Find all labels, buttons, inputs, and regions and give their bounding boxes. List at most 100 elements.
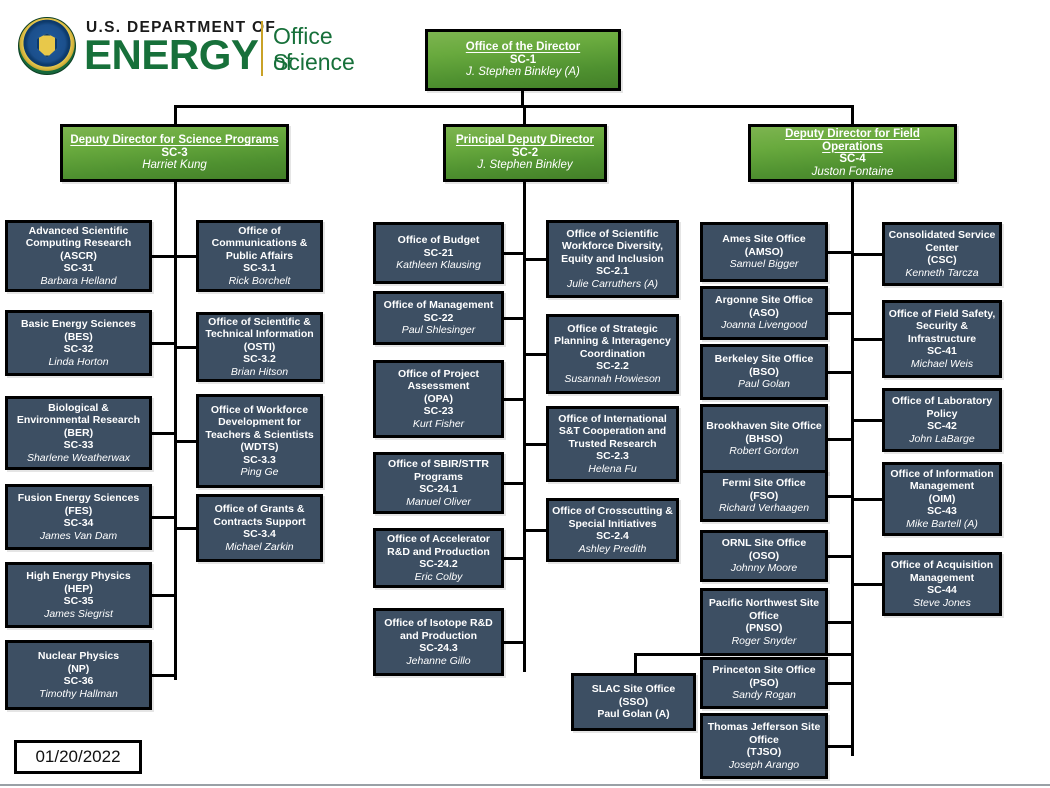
node-office-of-scientific-workforce-diversity-equit[interactable]: Office of Scientific Workforce Diversity… (546, 220, 679, 298)
node-slac-site-office[interactable]: SLAC Site Office(SSO)Paul Golan (A) (571, 673, 696, 731)
node-person: Johnny Moore (730, 562, 798, 575)
node-person: Sandy Rogan (732, 689, 796, 702)
node-person: Mike Bartell (A) (906, 517, 978, 530)
connector-stub (174, 440, 199, 443)
node-fermi-site-office[interactable]: Fermi Site Office(FSO)Richard Verhaagen (700, 470, 828, 522)
doe-seal-icon (18, 17, 76, 75)
node-title: Office of Budget (397, 234, 480, 247)
connector-stub (504, 317, 526, 320)
node-abbreviation: (BSO) (749, 365, 779, 378)
node-title: Deputy Director for Science Programs (70, 134, 279, 147)
connector-stub (523, 258, 549, 261)
node-abbreviation: (BES) (64, 330, 93, 343)
node-person: Steve Jones (913, 596, 971, 609)
node-consolidated-service-center[interactable]: Consolidated Service Center(CSC)Kenneth … (882, 222, 1002, 286)
date-stamp: 01/20/2022 (14, 740, 142, 774)
connector-stub (851, 419, 885, 422)
connector-stub (504, 557, 526, 560)
node-title: Office of Workforce Development for Teac… (205, 403, 314, 441)
doe-office-of-science-logo: U.S. DEPARTMENT OF ENERGY Office of Scie… (18, 12, 358, 82)
node-principal-deputy-director[interactable]: Principal Deputy Director SC-2 J. Stephe… (443, 124, 607, 182)
node-person: Robert Gordon (729, 445, 799, 458)
node-office-of-crosscutting-special-initiatives[interactable]: Office of Crosscutting & Special Initiat… (546, 498, 679, 562)
connector-stub (174, 346, 199, 349)
node-code: SC-32 (63, 343, 94, 355)
node-title: Nuclear Physics (37, 650, 120, 662)
node-title: Office of Laboratory Policy (891, 395, 993, 420)
node-person: Paul Golan (738, 378, 790, 391)
node-person: Manuel Oliver (406, 495, 471, 508)
connector-deputies-bus (174, 105, 853, 108)
node-advanced-scientific-computing-research[interactable]: Advanced Scientific Computing Research(A… (5, 220, 152, 292)
node-thomas-jefferson-site-office[interactable]: Thomas Jefferson Site Office(TJSO)Joseph… (700, 713, 828, 779)
node-office-of-information-management[interactable]: Office of Information Management(OIM)SC-… (882, 462, 1002, 536)
node-code: SC-3.2 (243, 353, 276, 366)
connector-stub (828, 312, 854, 315)
connector-stub (174, 527, 199, 530)
node-title: SLAC Site Office (591, 683, 676, 696)
node-abbreviation: (BER) (63, 426, 94, 439)
node-code: SC-2.1 (596, 265, 629, 278)
node-title: Office of Isotope R&D and Production (384, 617, 493, 642)
node-person: Linda Horton (48, 355, 109, 368)
node-abbreviation: (AMSO) (744, 245, 784, 258)
node-office-of-the-director[interactable]: Office of the Director SC-1 J. Stephen B… (425, 29, 621, 91)
node-title: ORNL Site Office (721, 537, 807, 550)
node-office-of-workforce-development-for-teachers-s[interactable]: Office of Workforce Development for Teac… (196, 394, 323, 488)
logo-energy-wordmark: ENERGY (84, 31, 259, 78)
node-title: Fermi Site Office (722, 477, 806, 490)
node-person: Ping Ge (240, 466, 279, 478)
connector-stub (828, 438, 854, 441)
node-person: Michael Weis (910, 357, 974, 370)
node-argonne-site-office[interactable]: Argonne Site Office(ASO)Joanna Livengood (700, 286, 828, 340)
node-ames-site-office[interactable]: Ames Site Office(AMSO)Samuel Bigger (700, 222, 828, 282)
node-title: Princeton Site Office (712, 664, 816, 677)
connector-stub (152, 342, 177, 345)
node-title: Office of Crosscutting & Special Initiat… (552, 505, 673, 530)
node-office-of-field-safety-security-infrastructure[interactable]: Office of Field Safety, Security & Infra… (882, 300, 1002, 378)
node-person: John LaBarge (909, 432, 975, 445)
node-code: SC-3.3 (243, 453, 276, 466)
node-princeton-site-office[interactable]: Princeton Site Office(PSO)Sandy Rogan (700, 657, 828, 709)
node-office-of-international-s-t-cooperation-and-tr[interactable]: Office of International S&T Cooperation … (546, 406, 679, 482)
node-office-of-accelerator-r-d-and-production[interactable]: Office of Accelerator R&D and Production… (373, 528, 504, 588)
node-office-of-strategic-planning-interagency-coord[interactable]: Office of Strategic Planning & Interagen… (546, 314, 679, 394)
node-person: Paul Golan (A) (597, 708, 670, 721)
node-person: Paul Shlesinger (401, 324, 476, 337)
node-deputy-director-science-programs[interactable]: Deputy Director for Science Programs SC-… (60, 124, 289, 182)
node-person: Rick Borchelt (228, 274, 291, 287)
node-title: Advanced Scientific Computing Research (25, 224, 132, 250)
node-code: SC-36 (63, 675, 94, 687)
node-biological-environmental-research[interactable]: Biological & Environmental Research(BER)… (5, 396, 152, 470)
node-person: Juston Fontaine (811, 165, 894, 178)
node-code: SC-35 (63, 595, 94, 607)
node-brookhaven-site-office[interactable]: Brookhaven Site Office(BHSO)Robert Gordo… (700, 404, 828, 474)
node-berkeley-site-office[interactable]: Berkeley Site Office(BSO)Paul Golan (700, 344, 828, 400)
node-abbreviation: (HEP) (64, 582, 93, 595)
node-ornl-site-office[interactable]: ORNL Site Office(OSO)Johnny Moore (700, 530, 828, 582)
logo-office-line1: Office of (273, 23, 333, 75)
connector-stub (152, 432, 177, 435)
connector-stub (828, 495, 854, 498)
node-office-of-communications-public-affairs[interactable]: Office of Communications & Public Affair… (196, 220, 323, 292)
node-deputy-director-field-operations[interactable]: Deputy Director for Field Operations SC-… (748, 124, 957, 182)
node-person: Helena Fu (588, 462, 637, 475)
node-code: SC-2 (511, 146, 539, 159)
node-title: Office of Accelerator R&D and Production (387, 533, 490, 558)
node-code: SC-2.4 (596, 530, 629, 542)
node-pacific-northwest-site-office[interactable]: Pacific Northwest Site Office(PNSO)Roger… (700, 588, 828, 656)
node-office-of-scientific-technical-information[interactable]: Office of Scientific & Technical Informa… (196, 312, 323, 382)
node-person: Sharlene Weatherwax (26, 451, 131, 464)
